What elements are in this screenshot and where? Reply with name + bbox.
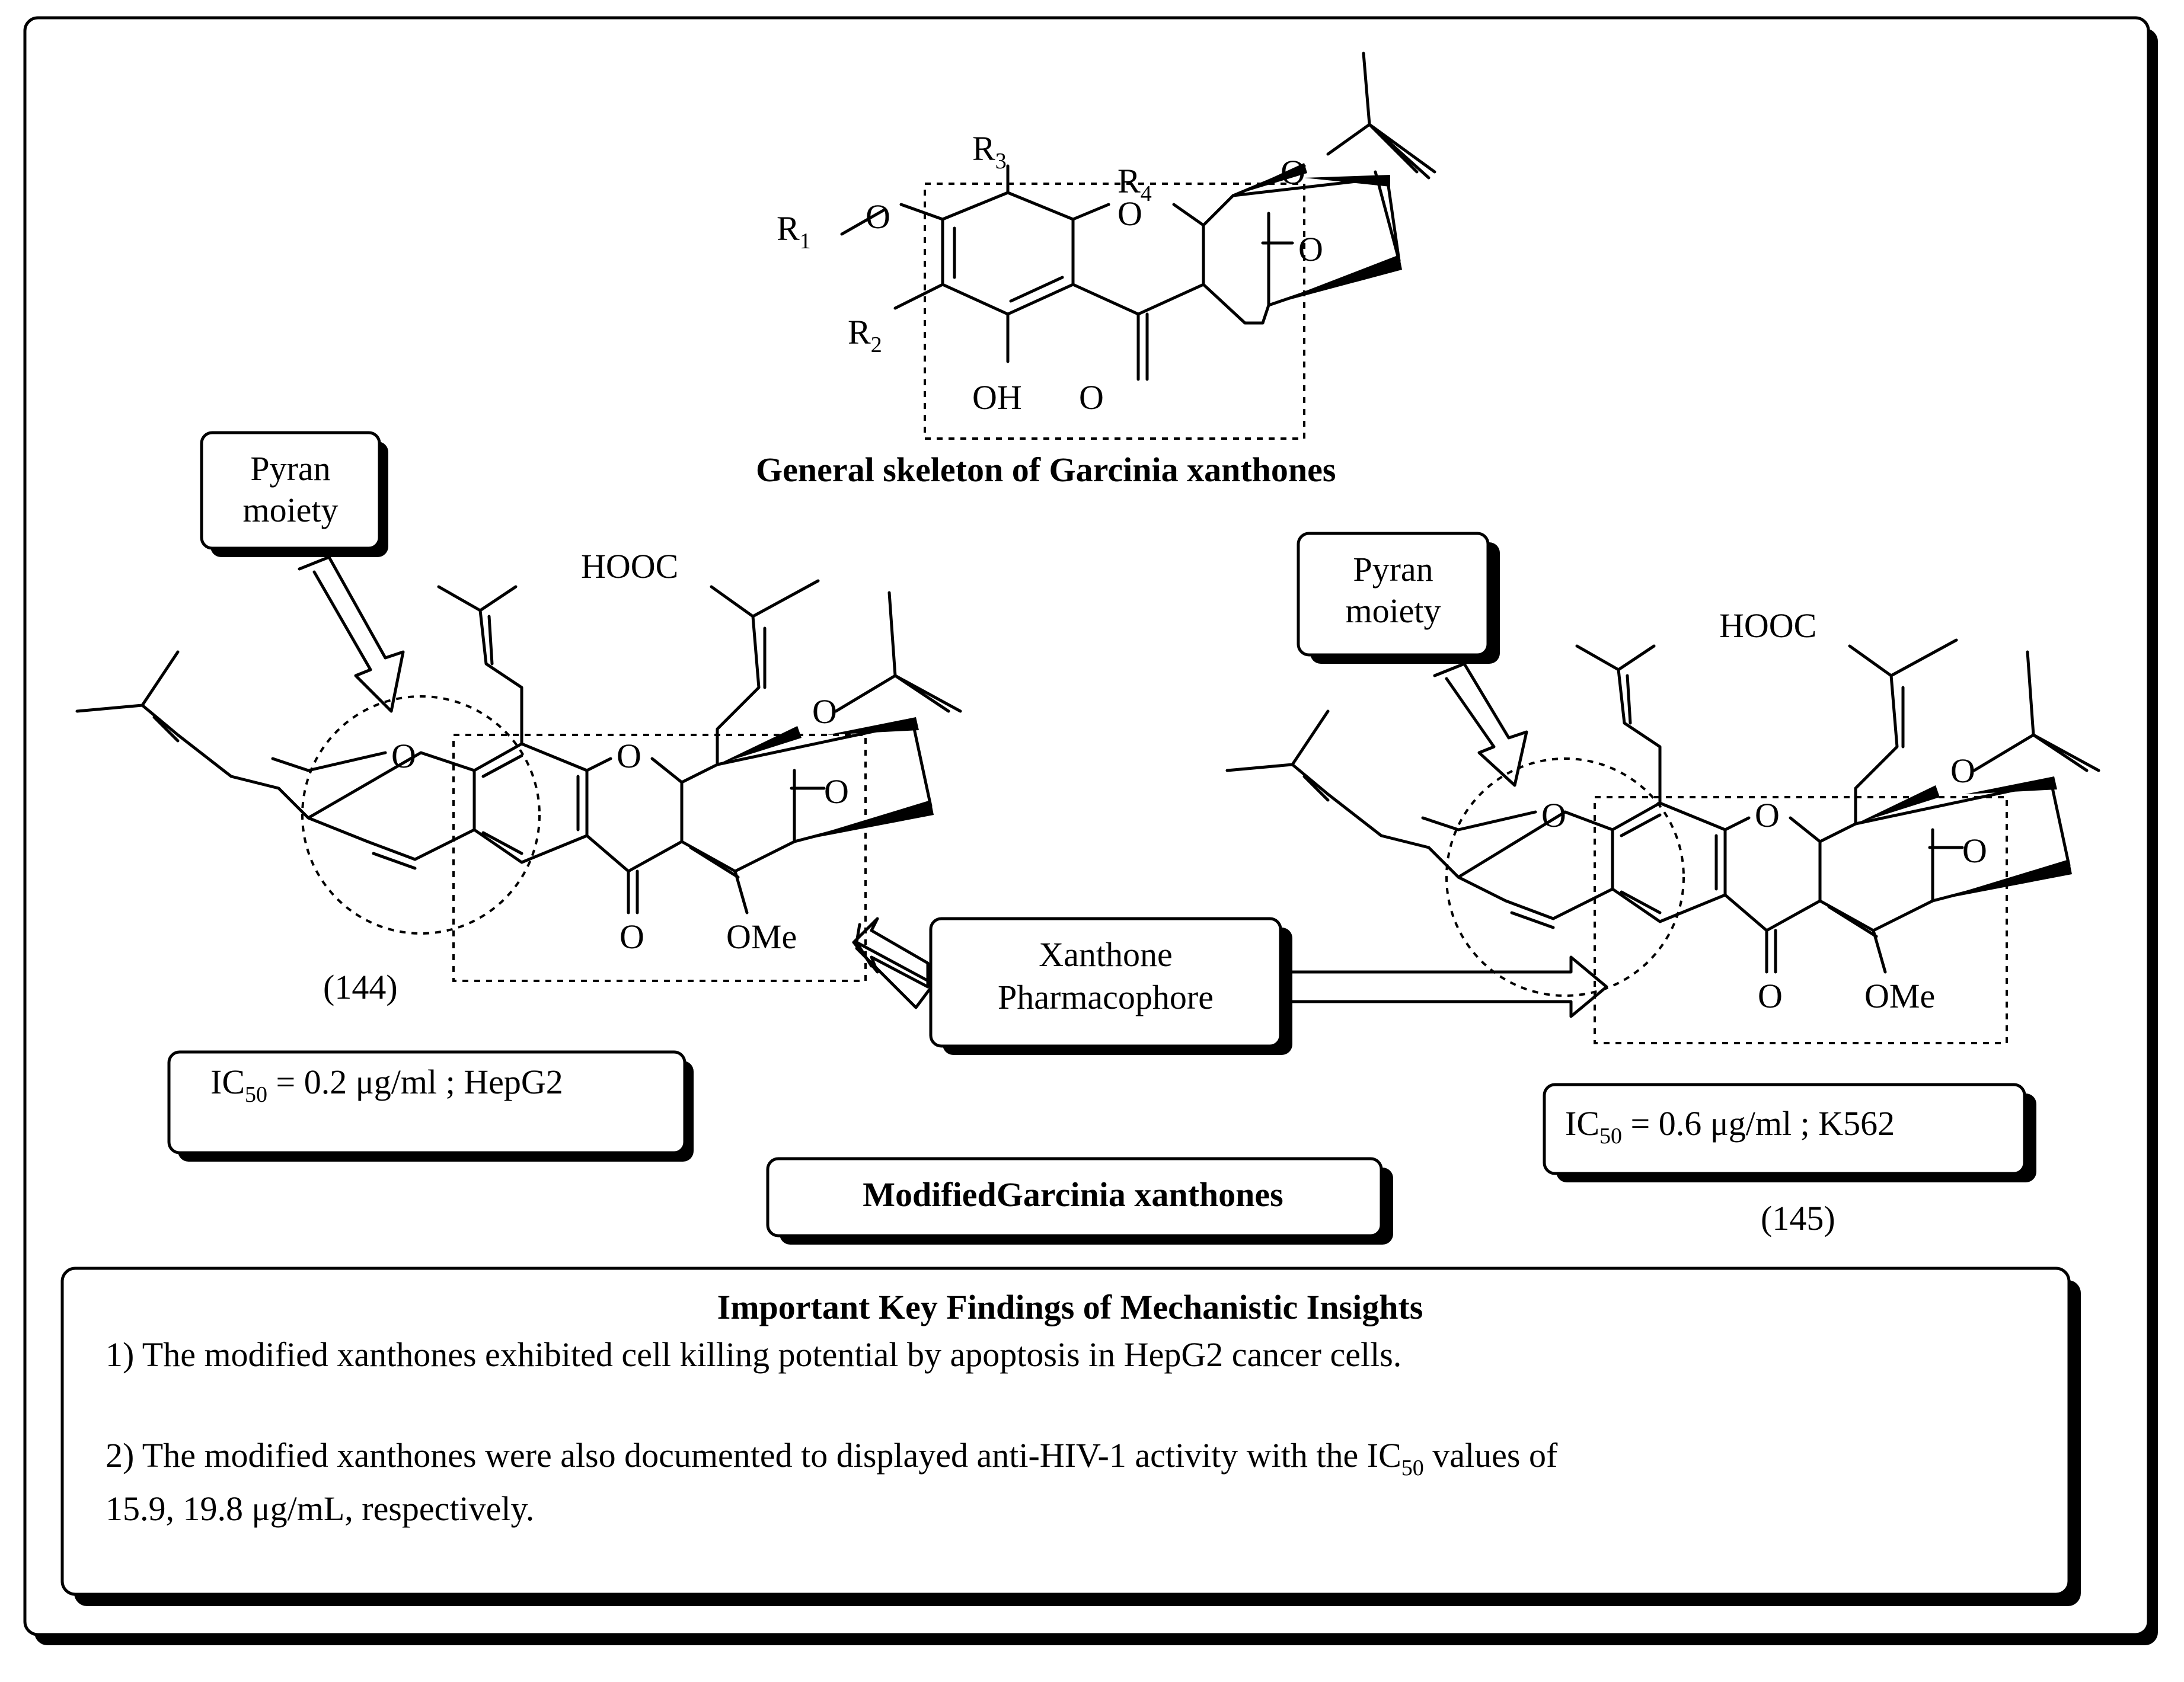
ic50-box-145: IC50 = 0.6 μg/ml ; K562 — [1543, 1083, 2036, 1182]
general-caption: General skeleton of Garcinia xanthones — [756, 450, 1336, 489]
modified-title: ModifiedGarcinia xanthones — [863, 1175, 1283, 1214]
pyran-right-line2: moiety — [1345, 591, 1441, 630]
findings-title: Important Key Findings of Mechanistic In… — [717, 1288, 1423, 1326]
compound-145-structure: O O O O O OMe HOOC (145) — [1225, 606, 2100, 1237]
c144-o-pyran: O — [391, 737, 416, 775]
ic50-145-text: IC50 = 0.6 μg/ml ; K562 — [1565, 1104, 1895, 1149]
general-skeleton-structure: O O O O O OH R1 R2 R3 R4 General skeleto… — [756, 52, 1436, 489]
gen-oh: OH — [972, 378, 1022, 417]
ic50-144-text: IC50 = 0.2 μg/ml ; HepG2 — [210, 1063, 563, 1107]
gen-o-lactone: O — [1298, 230, 1323, 268]
pyran-callout-right: Pyran moiety — [1297, 532, 1528, 787]
c144-o-xanthone: O — [617, 737, 641, 775]
pyran-left-line1: Pyran — [250, 449, 330, 488]
c144-label: (144) — [323, 968, 398, 1006]
findings-box: Important Key Findings of Mechanistic In… — [60, 1267, 2081, 1606]
pyran-left-line2: moiety — [242, 491, 338, 529]
gen-o-ether: O — [866, 197, 890, 236]
c145-o-keto: O — [1758, 977, 1783, 1015]
gen-o-carbonyl: O — [1079, 378, 1104, 417]
pharmacophore-line2: Pharmacophore — [998, 978, 1214, 1016]
gen-r2: R2 — [848, 313, 882, 357]
gen-r1: R1 — [777, 209, 811, 254]
c145-o-xanthone: O — [1755, 796, 1780, 834]
pharmacophore-callout: Xanthone Pharmacophore — [852, 917, 1608, 1055]
c144-o-keto: O — [620, 917, 644, 956]
finding-2-line2: 15.9, 19.8 μg/mL, respectively. — [106, 1489, 534, 1528]
gen-r4: R4 — [1117, 162, 1152, 206]
pyran-callout-left: Pyran moiety — [200, 431, 405, 713]
outer-frame — [23, 16, 2150, 1636]
compound-144-structure: O O O O O OMe HOOC (144) — [75, 547, 962, 1006]
c145-o-pyran: O — [1541, 796, 1566, 834]
gen-o-bridge: O — [1281, 153, 1305, 191]
modified-title-box: ModifiedGarcinia xanthones — [766, 1157, 1393, 1245]
pyran-right-line1: Pyran — [1353, 550, 1433, 589]
c144-o-bridge: O — [812, 692, 837, 731]
c145-ome: OMe — [1864, 977, 1935, 1015]
finding-1: 1) The modified xanthones exhibited cell… — [106, 1335, 1401, 1374]
c145-o-lactone: O — [1962, 832, 1987, 870]
pharmacophore-line1: Xanthone — [1039, 935, 1173, 974]
finding-2-line1: 2) The modified xanthones were also docu… — [106, 1436, 1558, 1480]
c145-o-bridge: O — [1950, 752, 1975, 790]
c144-hooc: HOOC — [581, 547, 678, 586]
c144-o-lactone: O — [824, 772, 849, 811]
ic50-box-144: IC50 = 0.2 μg/ml ; HepG2 — [167, 1050, 694, 1162]
c145-label: (145) — [1761, 1199, 1835, 1237]
gen-r3: R3 — [972, 129, 1007, 174]
c144-ome: OMe — [726, 917, 797, 956]
gen-o-ring: O — [1117, 194, 1142, 233]
c145-hooc: HOOC — [1719, 606, 1816, 645]
